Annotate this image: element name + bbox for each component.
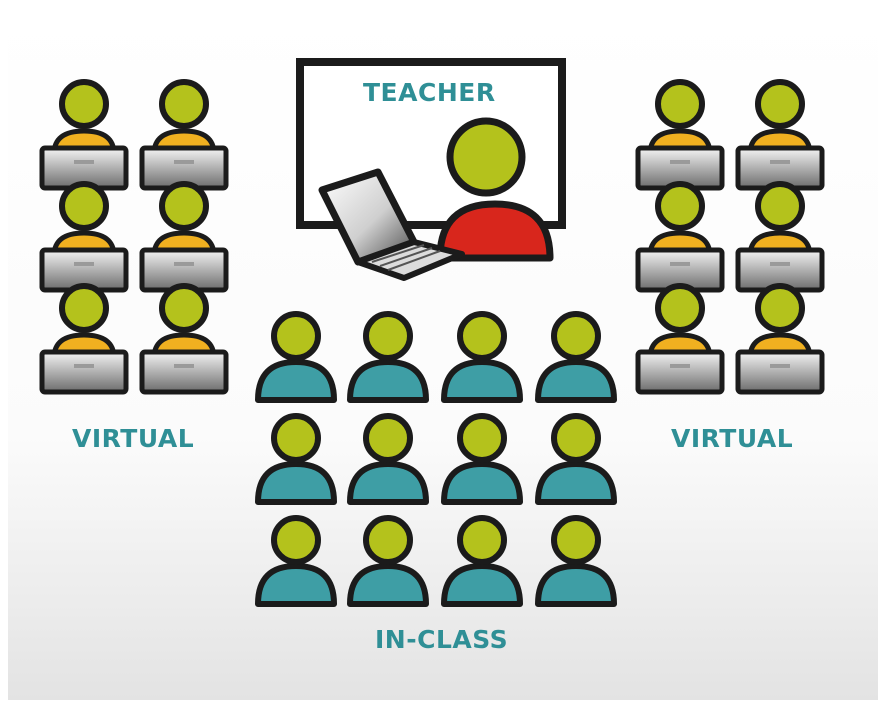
laptop-icon	[39, 349, 129, 395]
student-icon	[535, 311, 617, 403]
virtual-student-icon	[735, 181, 825, 293]
teacher-label: TEACHER	[363, 78, 496, 107]
virtual-student-icon	[39, 79, 129, 191]
teacher-icon	[436, 117, 554, 262]
virtual-student-icon	[39, 181, 129, 293]
virtual-students-right	[635, 79, 825, 395]
virtual-student-icon	[635, 79, 725, 191]
student-icon	[255, 311, 337, 403]
student-icon	[347, 515, 429, 607]
student-icon	[347, 311, 429, 403]
laptop-icon	[139, 349, 229, 395]
virtual-students-left	[39, 79, 229, 395]
virtual-student-icon	[735, 283, 825, 395]
laptop-icon	[635, 349, 725, 395]
in-class-students	[255, 311, 617, 607]
student-icon	[441, 311, 523, 403]
student-icon	[441, 413, 523, 505]
virtual-student-icon	[635, 181, 725, 293]
virtual-student-icon	[735, 79, 825, 191]
laptop-icon	[735, 145, 825, 191]
virtual-student-icon	[139, 79, 229, 191]
virtual-student-icon	[39, 283, 129, 395]
student-icon	[535, 515, 617, 607]
student-icon	[347, 413, 429, 505]
virtual-right-label: VIRTUAL	[671, 424, 794, 453]
in-class-label: IN-CLASS	[375, 625, 509, 654]
teacher-laptop-icon	[318, 168, 465, 281]
student-icon	[255, 413, 337, 505]
virtual-left-label: VIRTUAL	[72, 424, 195, 453]
virtual-student-icon	[139, 181, 229, 293]
student-icon	[255, 515, 337, 607]
virtual-student-icon	[139, 283, 229, 395]
student-icon	[441, 515, 523, 607]
virtual-student-icon	[635, 283, 725, 395]
laptop-icon	[735, 349, 825, 395]
student-icon	[535, 413, 617, 505]
